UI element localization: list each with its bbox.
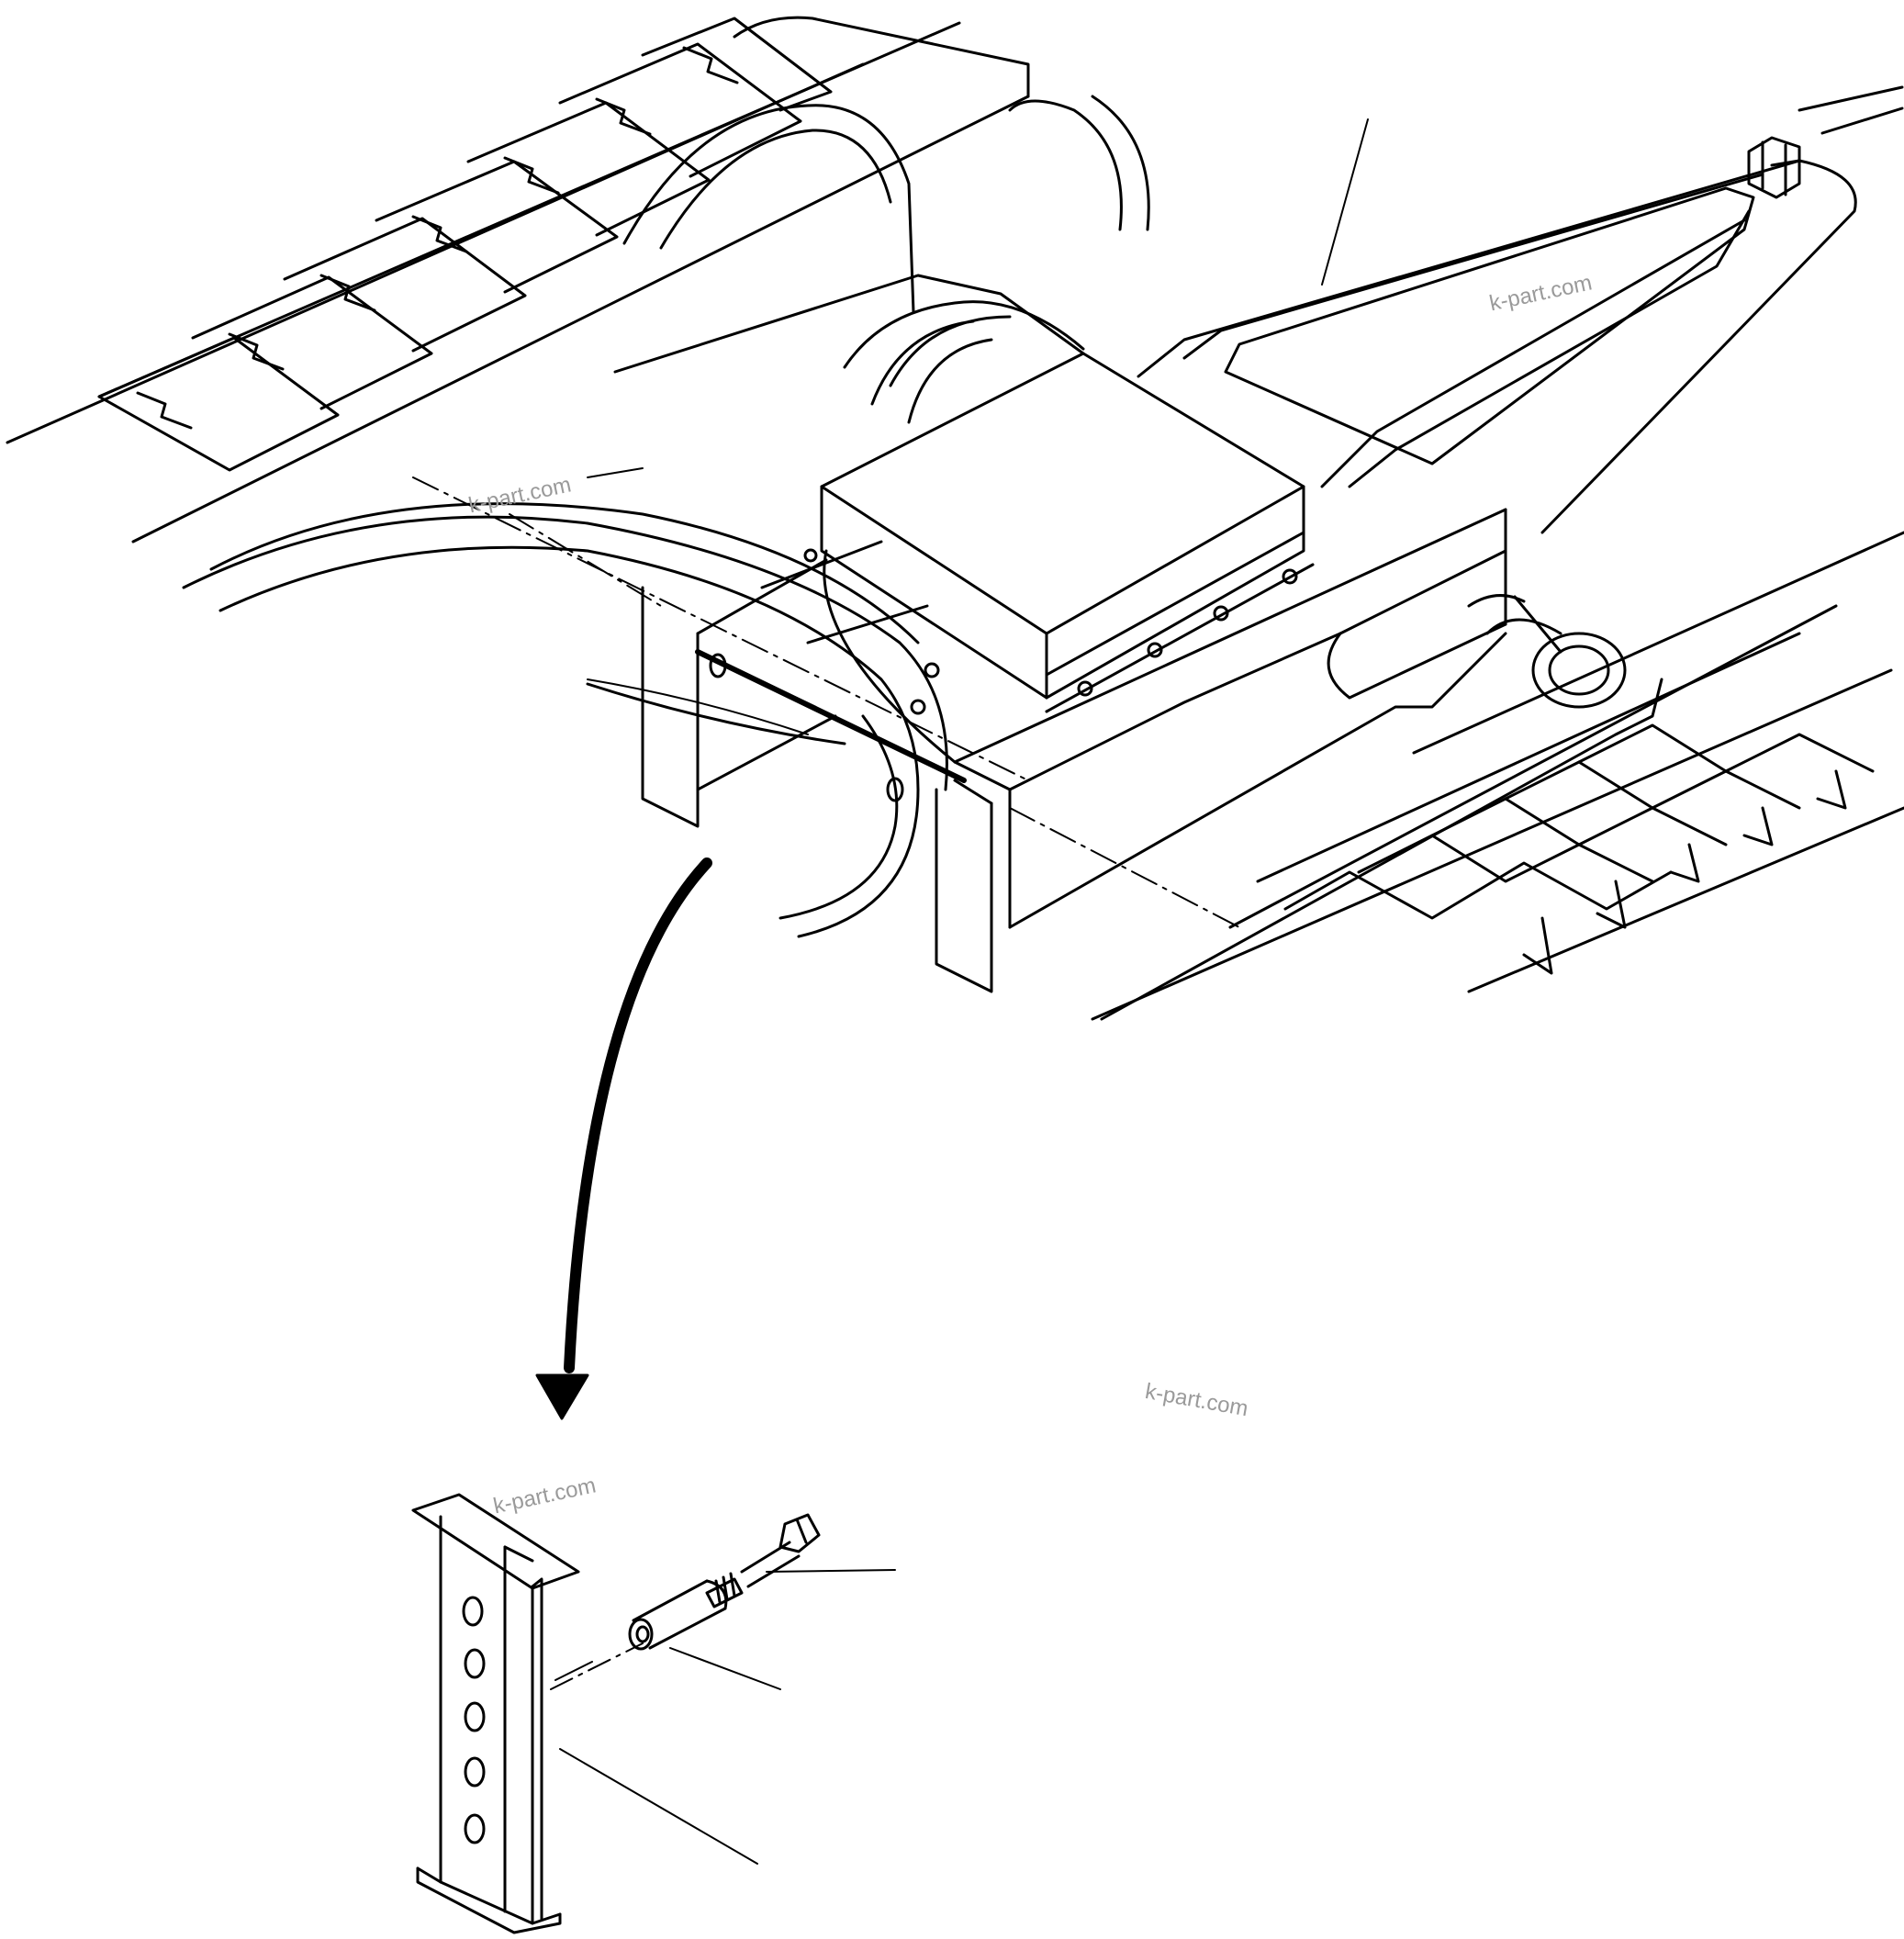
- control-box: [803, 300, 1315, 713]
- detail-post-assembly: [411, 1493, 896, 1934]
- leader-lines-upper: [587, 118, 1369, 735]
- detail-arrow: [535, 857, 712, 1420]
- left-crawler-track: [6, 16, 1150, 544]
- right-crawler-track: [1091, 531, 1904, 1021]
- track-frame-arm: [1137, 85, 1904, 534]
